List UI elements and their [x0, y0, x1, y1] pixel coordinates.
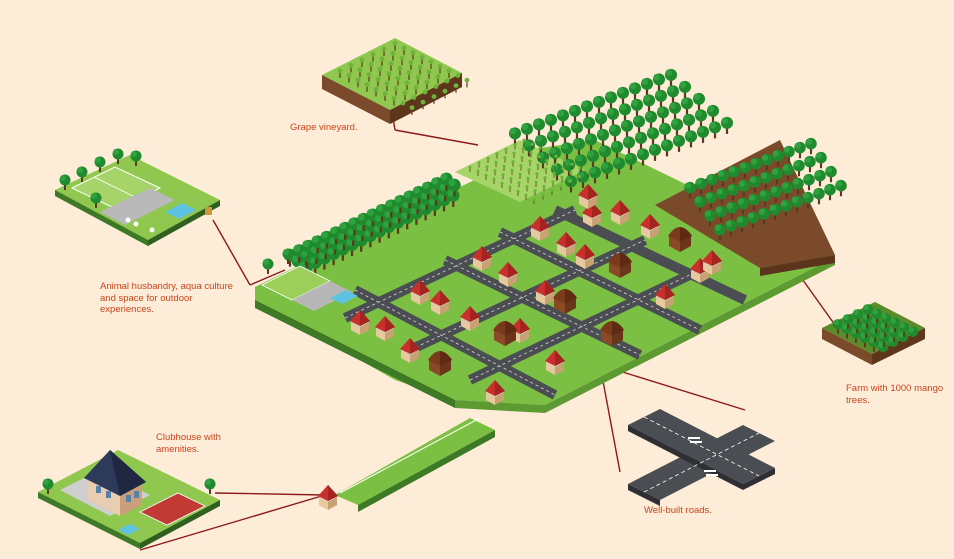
roads-callout [628, 409, 775, 506]
main-estate [255, 68, 847, 413]
vineyard-label: Grape vineyard. [290, 122, 358, 133]
clubhouse-label: Clubhouse with amenities. [156, 432, 221, 455]
roads-label: Well-built roads. [644, 505, 712, 516]
animal-husbandry-label: Animal husbandry, aqua culture and space… [100, 281, 233, 315]
animal-husbandry-callout [55, 148, 220, 246]
pathway [318, 417, 495, 512]
vineyard-callout [322, 38, 470, 124]
mango-farm-label: Farm with 1000 mango trees. [846, 383, 944, 406]
mango-farm-callout [822, 302, 925, 365]
clubhouse-callout [38, 450, 220, 549]
